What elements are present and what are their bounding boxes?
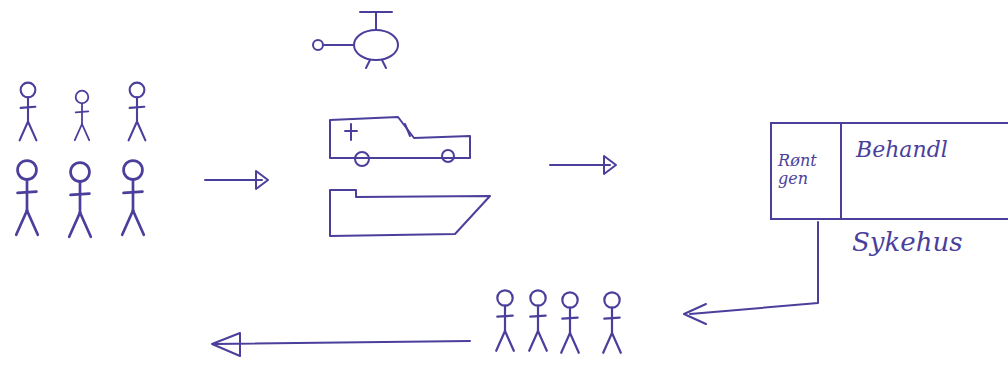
stick-figure: [129, 83, 146, 141]
stick-figure: [20, 83, 37, 141]
return-arrow: [684, 222, 818, 324]
stick-figure: [561, 292, 579, 353]
flow-arrow: [212, 333, 470, 356]
stick-figure: [69, 163, 91, 237]
department-box: Rønt gen: [770, 122, 842, 220]
stick-figure: [16, 161, 38, 235]
stick-figure: [75, 91, 89, 141]
node-label: Rønt gen: [778, 152, 828, 187]
node-label: Behandl: [856, 138, 948, 162]
stick-figure: [529, 290, 547, 351]
stick-figure: [496, 290, 514, 351]
hospital-box: SykehusRønt genBehandl: [770, 122, 1008, 220]
boat-symbol: [330, 190, 490, 236]
department-box: Behandl: [840, 122, 1008, 220]
ambulance-symbol: [330, 117, 470, 166]
stick-figure: [603, 292, 621, 353]
flow-arrow: [205, 171, 268, 189]
helicopter-symbol: [313, 12, 398, 68]
stick-figure: [122, 161, 144, 235]
flow-arrow: [550, 156, 616, 174]
node-heading: Sykehus: [852, 228, 962, 257]
